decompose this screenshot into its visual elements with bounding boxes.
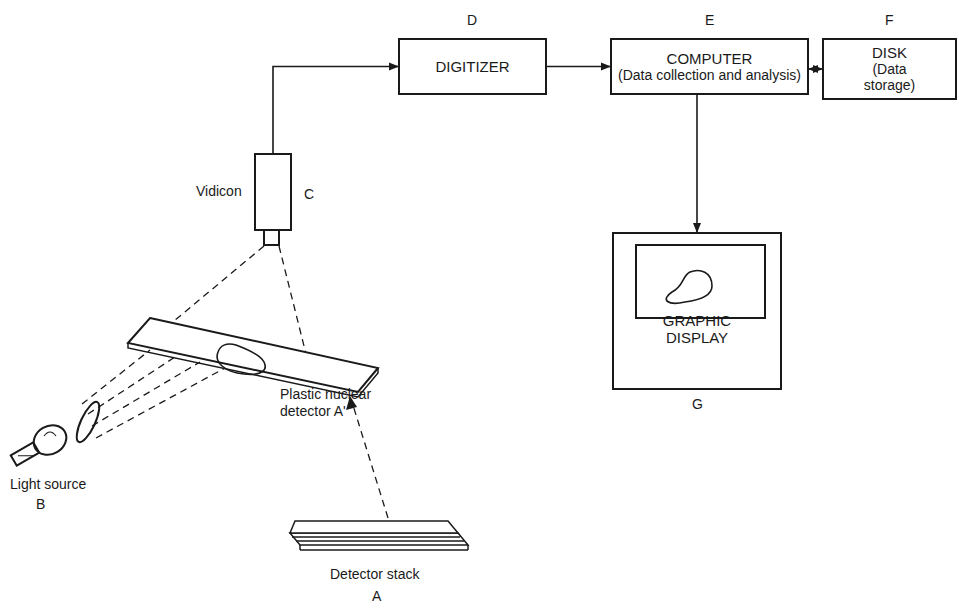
callout-letter: B bbox=[36, 496, 45, 513]
connector-arrow bbox=[547, 66, 610, 68]
vidicon-lens bbox=[264, 230, 279, 245]
display-screen bbox=[636, 245, 765, 318]
track-blob bbox=[217, 344, 265, 374]
part-name: Detector stack bbox=[330, 566, 419, 583]
light-rays bbox=[82, 350, 225, 438]
computer-box: ECOMPUTER(Data collection and analysis) bbox=[610, 38, 809, 95]
box-title: COMPUTER bbox=[612, 50, 807, 67]
part-name: Plastic nuclear detector A' bbox=[280, 386, 390, 420]
box-text-group: DISK(Data storage) bbox=[824, 44, 955, 93]
callout-letter: D bbox=[467, 12, 477, 28]
part-name: Vidicon bbox=[196, 183, 242, 199]
callout-letter: C bbox=[304, 186, 314, 202]
box-title: DISK bbox=[824, 44, 955, 61]
disk-box: FDISK(Data storage) bbox=[822, 38, 957, 100]
callout-letter: A bbox=[372, 588, 381, 605]
box-title: DIGITIZER bbox=[400, 58, 545, 75]
connector-arrow bbox=[273, 67, 398, 154]
callout-letter: E bbox=[705, 12, 714, 28]
display-box: GRAPHIC DISPLAYG bbox=[612, 232, 782, 390]
box-text-group: DIGITIZER bbox=[400, 58, 545, 75]
part-name: Light source bbox=[10, 476, 86, 493]
callout-letter: G bbox=[692, 396, 703, 412]
digitizer-box: DDIGITIZER bbox=[398, 38, 547, 95]
detector-stack bbox=[290, 521, 468, 550]
plastic-plate bbox=[128, 318, 378, 392]
connector-arrow bbox=[696, 95, 698, 232]
box-text-group: COMPUTER(Data collection and analysis) bbox=[612, 50, 807, 83]
display-blob bbox=[666, 271, 712, 304]
transfer-line bbox=[352, 402, 388, 518]
box-title: GRAPHIC DISPLAY bbox=[652, 312, 742, 347]
light-bulb bbox=[11, 419, 72, 465]
connector-arrow bbox=[809, 68, 822, 70]
vidicon-box: VidiconC bbox=[254, 153, 292, 231]
view-line bbox=[168, 246, 264, 326]
condenser-lens bbox=[72, 399, 103, 445]
callout-letter: F bbox=[885, 12, 894, 28]
box-subtitle: (Data collection and analysis) bbox=[612, 67, 807, 83]
box-subtitle: (Data storage) bbox=[850, 61, 930, 93]
